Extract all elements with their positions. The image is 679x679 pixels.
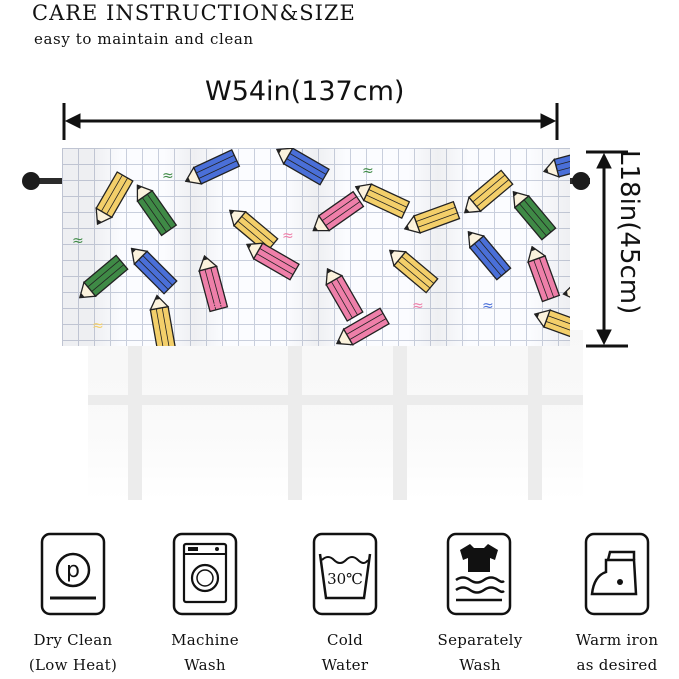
height-arrow xyxy=(586,150,628,348)
rod-finial-left xyxy=(22,172,40,190)
care-label-separately-wash: Separately Wash xyxy=(420,628,540,678)
pencil-illustration xyxy=(403,200,461,234)
washing-machine-icon xyxy=(172,532,238,616)
care-label-warm-iron: Warm iron as desired xyxy=(557,628,677,678)
pencil-illustration xyxy=(467,230,512,281)
pencil-illustration xyxy=(388,249,439,294)
care-label-line1: Machine xyxy=(171,631,239,649)
window-background xyxy=(88,330,583,500)
care-label-line2: Wash xyxy=(459,656,501,674)
height-measurement-label: L18in(45cm) xyxy=(614,150,644,315)
pencil-illustration xyxy=(325,267,364,322)
care-label-line2: Water xyxy=(321,656,369,674)
pencil-illustration xyxy=(149,294,177,346)
pencil-illustration xyxy=(275,148,330,186)
pencil-illustration xyxy=(312,190,365,232)
dry-clean-icon: p xyxy=(40,532,106,616)
scribble-mark: ≈ xyxy=(92,318,104,334)
curtain-valance: ≈ ≈ ≈ ≈ ≈ ≈ ≈ ≈ xyxy=(62,148,570,346)
care-label-line1: Dry Clean xyxy=(33,631,113,649)
pencil-illustration xyxy=(228,209,279,254)
scribble-mark: ≈ xyxy=(72,233,84,249)
pencil-illustration xyxy=(335,307,390,346)
page-title: CARE INSTRUCTION&SIZE xyxy=(32,1,356,25)
care-label-dry-clean: Dry Clean (Low Heat) xyxy=(13,628,133,678)
care-label-line2: Wash xyxy=(184,656,226,674)
separate-wash-icon xyxy=(446,532,512,616)
pencil-illustration xyxy=(136,184,178,237)
care-label-machine-wash: Machine Wash xyxy=(145,628,265,678)
rod-finial-right xyxy=(572,172,590,190)
scribble-mark: ≈ xyxy=(282,228,294,244)
care-label-line2: as desired xyxy=(576,656,658,674)
water-temperature-text: 30℃ xyxy=(327,570,363,588)
care-label-line1: Warm iron xyxy=(575,631,659,649)
page-subtitle: easy to maintain and clean xyxy=(34,30,254,48)
scribble-mark: ≈ xyxy=(482,298,494,314)
pencil-illustration xyxy=(184,148,241,185)
pencil-illustration xyxy=(562,281,570,302)
dry-clean-letter: p xyxy=(66,558,80,583)
pencil-illustration xyxy=(245,242,300,281)
pencil-illustration xyxy=(198,254,229,313)
pencil-illustration xyxy=(512,190,557,241)
pencil-illustration xyxy=(533,309,570,343)
scribble-mark: ≈ xyxy=(362,163,374,179)
pencil-illustration xyxy=(130,247,178,295)
care-label-cold-water: Cold Water xyxy=(285,628,405,678)
scribble-mark: ≈ xyxy=(212,298,224,314)
pencil-illustration xyxy=(354,183,411,220)
scribble-mark: ≈ xyxy=(412,298,424,314)
wash-basin-icon: 30℃ xyxy=(312,532,378,616)
pencil-illustration xyxy=(527,245,561,303)
pencil-illustration xyxy=(542,148,570,178)
care-label-line1: Separately xyxy=(437,631,523,649)
pencil-illustration xyxy=(78,254,129,299)
care-label-line1: Cold xyxy=(326,631,364,649)
iron-icon xyxy=(584,532,650,616)
scribble-mark: ≈ xyxy=(162,168,174,184)
pencil-illustration xyxy=(95,171,134,226)
width-arrow xyxy=(62,103,559,140)
width-measurement-label: W54in(137cm) xyxy=(205,76,405,107)
care-label-line2: (Low Heat) xyxy=(28,656,118,674)
pencil-illustration xyxy=(463,169,514,214)
